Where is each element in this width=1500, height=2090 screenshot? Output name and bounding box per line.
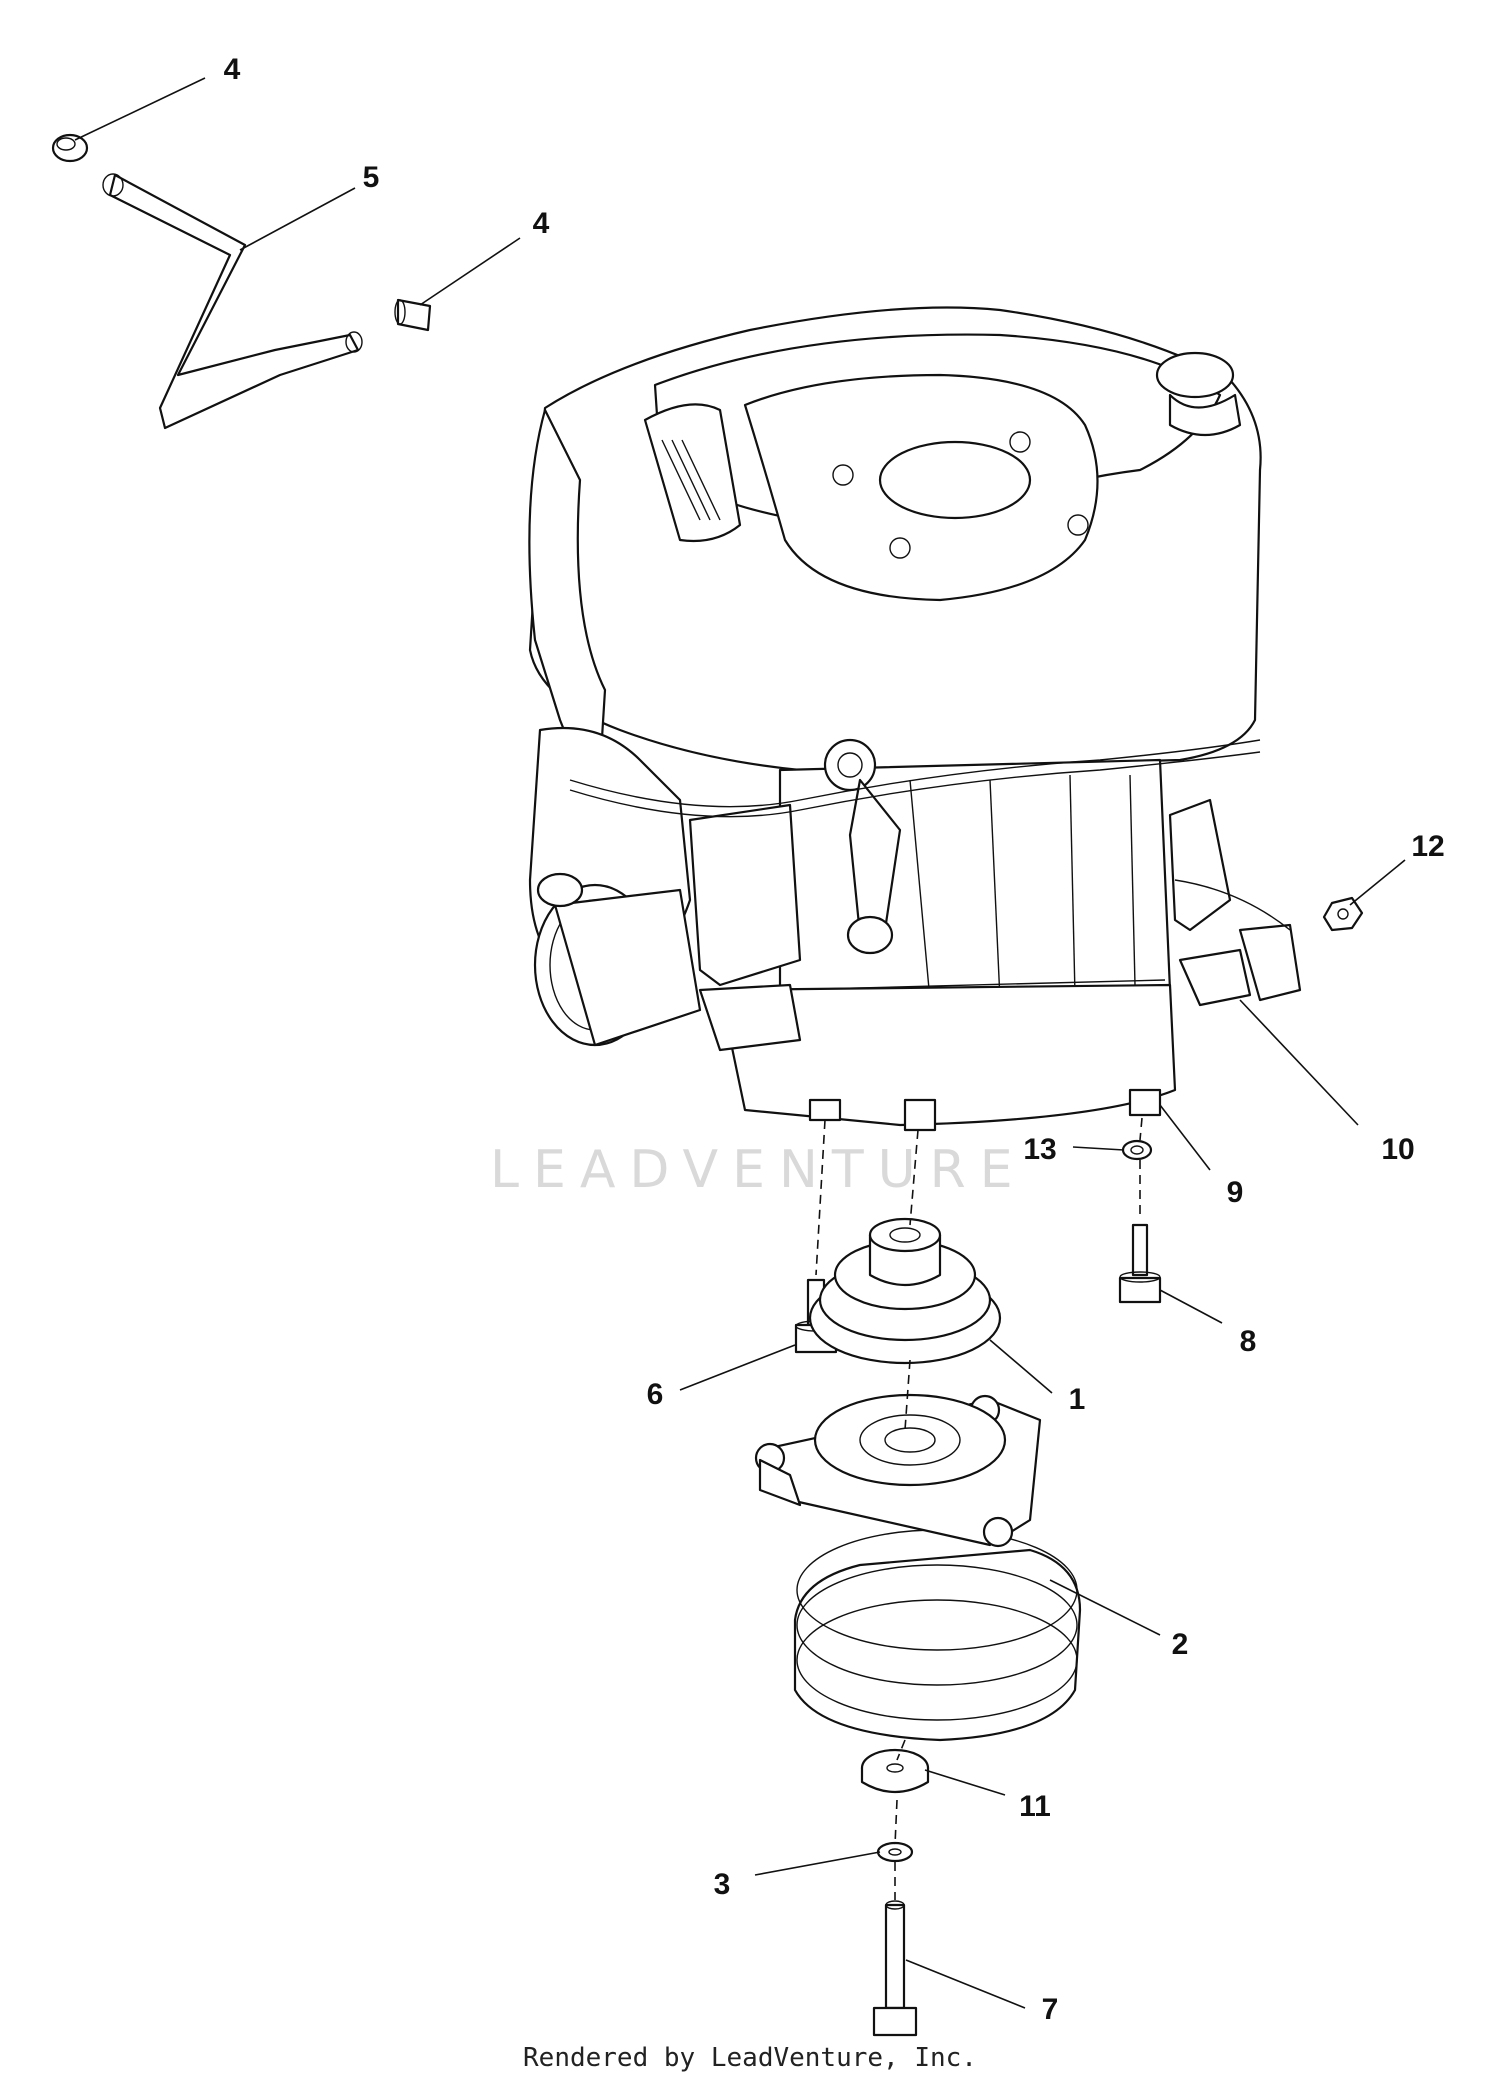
hose-clamp-small — [394, 298, 432, 332]
callout-6: 6 — [646, 1378, 664, 1411]
pulley-1 — [808, 1217, 1002, 1365]
callout-11: 11 — [1019, 1790, 1051, 1823]
callout-8: 8 — [1239, 1325, 1257, 1358]
callout-3: 3 — [713, 1868, 731, 1901]
spacer-11 — [860, 1748, 930, 1793]
leader-lines — [74, 77, 1406, 2009]
nut-12 — [1322, 896, 1364, 932]
callout-2: 2 — [1171, 1628, 1189, 1661]
washer-3 — [876, 1841, 914, 1863]
pto-clutch-2 — [754, 1393, 1082, 1742]
lock-washer-13 — [1121, 1139, 1153, 1161]
watermark: LEADVENTURE — [490, 1140, 1027, 1200]
callout-9: 9 — [1226, 1176, 1244, 1209]
callout-4-clamp: 4 — [532, 207, 550, 240]
footer-credit: Rendered by LeadVenture, Inc. — [523, 2043, 977, 2073]
engine — [528, 306, 1302, 1132]
bolt-7 — [872, 1900, 918, 2037]
bolt-8 — [1118, 1223, 1162, 1304]
hose-clamp-top — [51, 133, 89, 163]
callout-4-top: 4 — [223, 53, 241, 86]
callout-10: 10 — [1381, 1133, 1415, 1166]
callout-12: 12 — [1411, 830, 1445, 863]
callout-7: 7 — [1041, 1993, 1059, 2026]
assembly-centerlines — [815, 1117, 1143, 1900]
callout-5: 5 — [362, 161, 380, 194]
callout-1: 1 — [1068, 1383, 1086, 1416]
fuel-hose — [102, 173, 363, 430]
callout-13: 13 — [1023, 1133, 1057, 1166]
